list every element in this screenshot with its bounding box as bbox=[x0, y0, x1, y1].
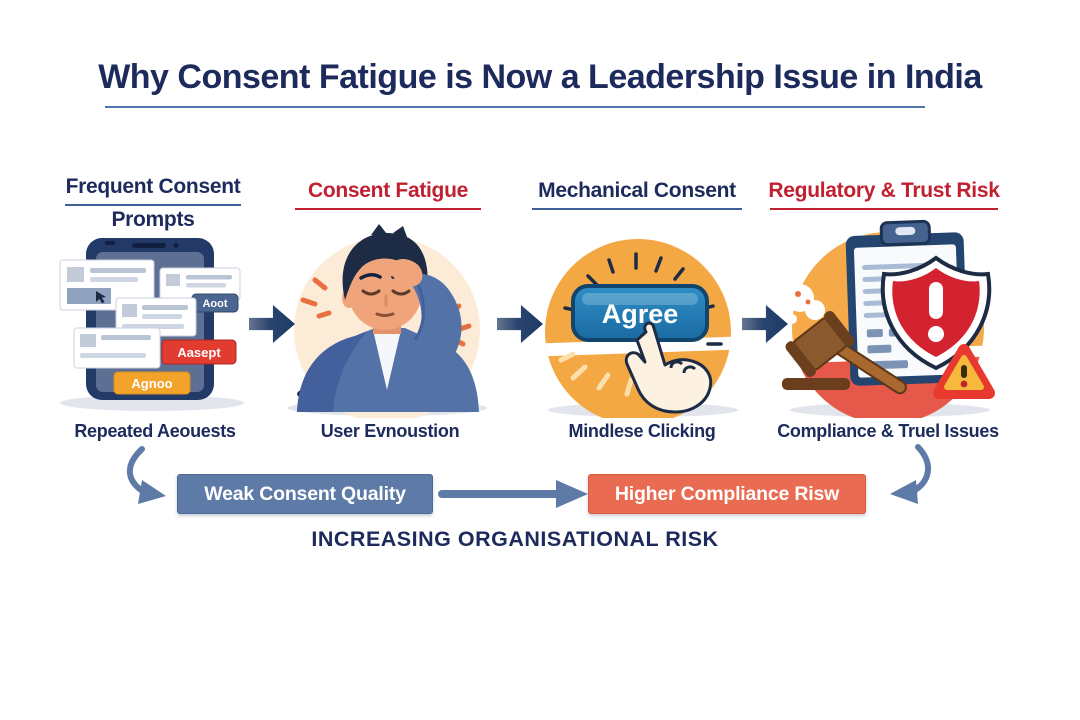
radiating-dashes-icon bbox=[563, 252, 723, 346]
gavel-icon bbox=[782, 311, 907, 395]
consent-dialog-2 bbox=[159, 267, 241, 301]
stage-header-consent-fatigue: Consent Fatigue bbox=[268, 178, 508, 211]
phone-button-aoot-label: Aoot bbox=[202, 298, 227, 310]
fatigued-person-icon bbox=[297, 224, 479, 412]
phone-button-aasept-label: Aasept bbox=[177, 345, 221, 360]
stage2-underline bbox=[295, 208, 481, 211]
stage3-caption: Mindlese Clicking bbox=[568, 421, 716, 441]
consent-dialog-4 bbox=[73, 327, 161, 369]
curved-arrow-right-icon bbox=[890, 444, 931, 504]
phone-button-aasept[interactable]: Aasept bbox=[161, 339, 237, 365]
consent-dialog-3 bbox=[115, 297, 197, 337]
stage2-caption: User Evnoustion bbox=[320, 421, 460, 441]
agree-button[interactable]: Agree bbox=[571, 284, 709, 342]
cursor-icon bbox=[96, 291, 106, 304]
warning-triangle-icon bbox=[933, 344, 995, 399]
phone-button-agnoo[interactable]: Agnoo bbox=[113, 371, 191, 395]
stage1-underline bbox=[65, 204, 241, 207]
regulatory-risk-illustration bbox=[780, 219, 995, 418]
stage-header-regulatory-trust-risk: Regulatory & Trust Risk bbox=[764, 178, 1004, 211]
stage-header-mechanical-consent: Mechanical Consent bbox=[517, 178, 757, 211]
higher-compliance-risk-label: Higher Compliance Risw bbox=[614, 482, 840, 505]
horizontal-arrow-icon bbox=[438, 480, 588, 508]
agree-click-illustration: Agree bbox=[545, 239, 738, 418]
hand-on-head bbox=[390, 259, 423, 287]
stage3-title: Mechanical Consent bbox=[538, 179, 736, 202]
stage4-title: Regulatory & Trust Risk bbox=[768, 179, 1000, 202]
stage-header-frequent-consent-prompts: Frequent Consent Prompts bbox=[33, 174, 273, 234]
curved-arrow-left-icon bbox=[126, 446, 166, 504]
title-underline bbox=[105, 106, 925, 108]
weak-consent-quality-label: Weak Consent Quality bbox=[204, 482, 406, 505]
stage4-caption: Compliance & Truel Issues bbox=[777, 421, 999, 441]
stage3-underline bbox=[532, 208, 742, 211]
stage4-underline bbox=[770, 208, 998, 211]
stage1-title-line1: Frequent Consent bbox=[65, 175, 241, 198]
pointing-hand-icon bbox=[624, 321, 713, 414]
phone-consent-prompts-illustration: Aoot Aasept Agnoo bbox=[59, 238, 244, 411]
page-title: Why Consent Fatigue is Now a Leadership … bbox=[98, 58, 982, 96]
stage1-caption: Repeated Aeouests bbox=[74, 421, 236, 441]
weak-consent-quality-box: Weak Consent Quality bbox=[177, 474, 433, 514]
cream-rays-icon bbox=[558, 351, 634, 397]
stage1-title-line2: Prompts bbox=[111, 208, 195, 232]
agree-button-label: Agree bbox=[602, 299, 679, 329]
higher-compliance-risk-box: Higher Compliance Risw bbox=[588, 474, 866, 514]
stage2-title: Consent Fatigue bbox=[307, 179, 468, 202]
phone-button-agnoo-label: Agnoo bbox=[131, 376, 172, 391]
phone-button-aoot[interactable]: Aoot bbox=[191, 293, 239, 313]
alert-shield-icon bbox=[880, 255, 992, 371]
fatigued-person-illustration bbox=[287, 224, 487, 418]
footer-risk-label: INCREASING ORGANISATIONAL RISK bbox=[311, 527, 719, 551]
